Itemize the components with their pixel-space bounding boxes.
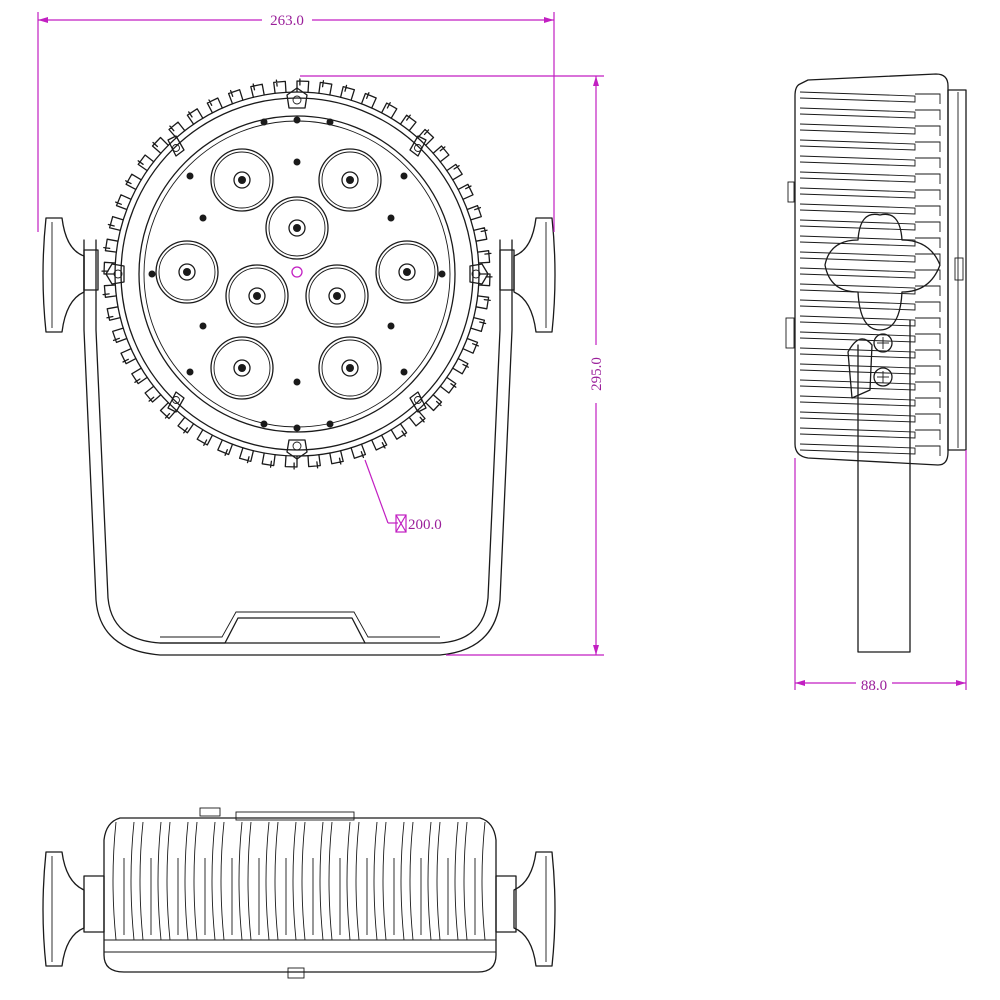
bottom-fin [409, 821, 432, 941]
screw [293, 424, 301, 432]
front-housing [101, 78, 493, 470]
side-fin [799, 347, 941, 360]
screw [387, 322, 395, 330]
screw [400, 368, 408, 376]
side-fin [799, 171, 941, 184]
side-fin [799, 363, 941, 376]
side-fin [799, 219, 941, 232]
bottom-fin [139, 821, 162, 941]
screw [400, 172, 408, 180]
bottom-fin [112, 821, 135, 941]
dimension-width: 263.0 [37, 10, 555, 232]
side-fin [799, 267, 941, 280]
bottom-fin [355, 821, 378, 941]
dimension-height-label: 295.0 [589, 357, 605, 391]
bottom-right-knob [495, 851, 556, 967]
side-fin [799, 395, 941, 408]
side-bracket [785, 181, 964, 653]
bottom-fins [112, 821, 486, 941]
side-fin [799, 187, 941, 200]
front-led-array [155, 148, 439, 400]
side-fin [799, 155, 941, 168]
screw [293, 158, 301, 166]
side-view [785, 73, 967, 653]
led-lens [225, 264, 289, 328]
side-front-lip [947, 89, 967, 451]
front-view [42, 78, 556, 656]
side-fins [799, 91, 941, 456]
front-fins [101, 78, 493, 470]
bottom-fin [166, 821, 189, 941]
front-mount-tabs [105, 87, 489, 460]
led-lens [265, 196, 329, 260]
screw [186, 172, 194, 180]
screw [260, 420, 268, 428]
dimension-depth-label: 88.0 [861, 678, 887, 694]
side-fin [799, 315, 941, 328]
led-lens [210, 336, 274, 400]
bottom-fin [328, 821, 351, 941]
side-fin [799, 283, 941, 296]
screw [199, 214, 207, 222]
side-housing-outline [794, 73, 949, 466]
bottom-housing-outline [103, 817, 497, 973]
dimension-diameter-label: 200.0 [408, 517, 442, 533]
front-yoke [83, 239, 513, 656]
screw [293, 378, 301, 386]
bottom-left-knob [42, 851, 105, 967]
side-fin [799, 251, 941, 264]
bottom-fin [274, 821, 297, 941]
center-sensor [291, 266, 303, 278]
bottom-fin [247, 821, 270, 941]
side-fin [799, 411, 941, 424]
screw [293, 116, 301, 124]
bottom-fin [193, 821, 216, 941]
bottom-fin [382, 821, 405, 941]
side-fin [799, 123, 941, 136]
dimension-diameter: 200.0 [364, 459, 442, 533]
dimension-depth: 88.0 [794, 450, 967, 694]
screw [148, 270, 156, 278]
side-fin [799, 91, 941, 104]
bottom-view [42, 807, 556, 979]
screw [260, 118, 268, 126]
led-lens [375, 240, 439, 304]
side-fin [799, 139, 941, 152]
screw [186, 368, 194, 376]
dimension-width-label: 263.0 [270, 13, 304, 29]
screw [438, 270, 446, 278]
side-fin [799, 427, 941, 440]
screw [387, 214, 395, 222]
bottom-fin [436, 821, 459, 941]
front-right-knob [499, 217, 556, 333]
led-lens [305, 264, 369, 328]
screw [326, 420, 334, 428]
front-screws [148, 116, 446, 432]
bottom-fin [220, 821, 243, 941]
led-lens [210, 148, 274, 212]
side-fin [799, 107, 941, 120]
led-lens [155, 240, 219, 304]
led-lens [318, 336, 382, 400]
front-left-knob [42, 217, 99, 333]
dimension-height: 295.0 [300, 75, 606, 656]
bottom-fin [301, 821, 324, 941]
screw [199, 322, 207, 330]
screw [326, 118, 334, 126]
side-fin [799, 299, 941, 312]
side-fin [799, 443, 941, 456]
side-fin [799, 235, 941, 248]
side-fin [799, 203, 941, 216]
led-lens [318, 148, 382, 212]
bottom-fin [463, 821, 486, 941]
